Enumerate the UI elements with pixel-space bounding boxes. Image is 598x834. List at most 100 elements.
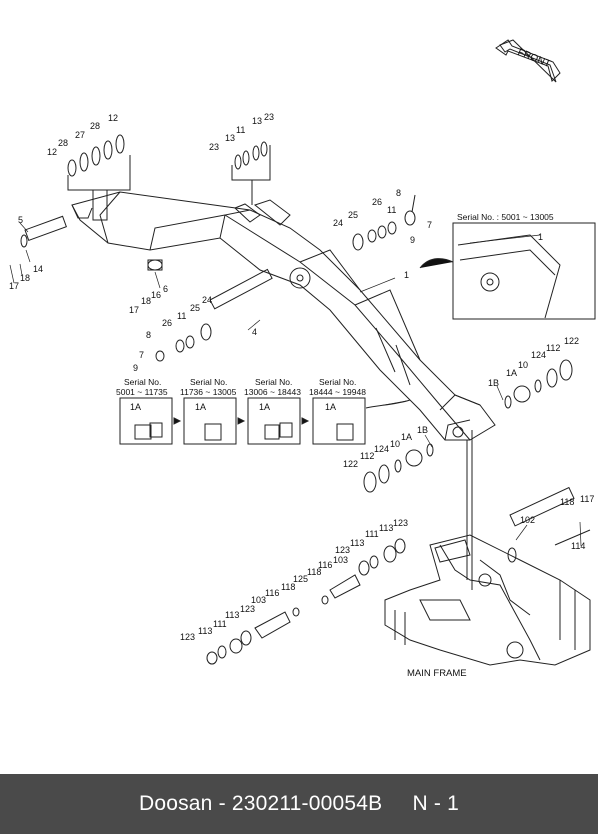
callout: 9 <box>133 363 138 373</box>
callout: 111 <box>365 529 379 539</box>
callout: 122 <box>564 336 579 346</box>
callout: 18 <box>141 296 151 306</box>
boom-body <box>71 189 496 441</box>
serial-inset-label: Serial No. : 5001 ~ 13005 <box>457 212 554 222</box>
callout: 1 <box>404 270 409 280</box>
bushing-6 <box>147 259 163 271</box>
callout: 102 <box>520 515 535 525</box>
callout: 8 <box>146 330 151 340</box>
callout: 24 <box>333 218 343 228</box>
callout: 7 <box>427 220 432 230</box>
callout: 27 <box>75 130 85 140</box>
callout: 26 <box>372 197 382 207</box>
inset-detail <box>457 234 561 319</box>
callout: 17 <box>129 305 139 315</box>
callout: 112 <box>360 451 374 461</box>
shim-stack-12-28 <box>67 134 131 191</box>
shim-stack-13-23 <box>231 141 271 205</box>
callout: 16 <box>151 290 161 300</box>
serial-box-3-title: Serial No. <box>255 377 292 387</box>
callout: 1A <box>401 432 412 442</box>
callout: 125 <box>293 574 308 584</box>
callout: 11 <box>177 311 186 321</box>
callout: 11 <box>236 125 245 135</box>
callout: 6 <box>163 284 168 294</box>
callout: 4 <box>252 327 257 337</box>
callout: 23 <box>209 142 219 152</box>
callout: 113 <box>379 523 393 533</box>
washer-stack-lower-left <box>363 443 434 493</box>
callout: 118 <box>281 582 295 592</box>
callout: 24 <box>202 295 212 305</box>
callout: 103 <box>251 595 266 605</box>
front-arrow-icon <box>495 39 561 83</box>
callout-numbers: 12 28 27 28 12 23 13 11 13 23 5 14 18 17… <box>9 112 594 642</box>
callout: 123 <box>180 632 195 642</box>
serial-box-3-part: 1A <box>259 402 270 412</box>
callout: 117 <box>580 494 594 504</box>
callout: 28 <box>58 138 68 148</box>
callout: 25 <box>348 210 358 220</box>
callout: 123 <box>393 518 408 528</box>
callout: 28 <box>90 121 100 131</box>
callout: 111 <box>213 619 227 629</box>
callout: 25 <box>190 303 200 313</box>
callout: 18 <box>20 273 30 283</box>
callout: 10 <box>390 439 400 449</box>
callout: 13 <box>225 133 235 143</box>
callout: 7 <box>139 350 144 360</box>
inset-leader <box>419 258 454 269</box>
serial-box-2-title: Serial No. <box>190 377 227 387</box>
callout: 118 <box>560 497 574 507</box>
cylinder-pin-stack <box>206 538 406 665</box>
serial-box-4-title: Serial No. <box>319 377 356 387</box>
callout: 114 <box>571 541 585 551</box>
serial-box-4-range: 18444 ~ 19948 <box>309 387 366 397</box>
cylinder-pin-102 <box>507 486 575 563</box>
serial-box-1-range: 5001 ~ 11735 <box>116 387 168 397</box>
serial-inset-box <box>452 222 596 320</box>
boom-pin-4 <box>209 268 273 310</box>
callout: 1B <box>417 425 428 435</box>
callout: 1B <box>488 378 499 388</box>
serial-inset-callout: 1 <box>538 232 543 242</box>
callout: 103 <box>333 555 348 565</box>
callout: 116 <box>265 588 279 598</box>
washer-stack-26-24 <box>155 323 212 362</box>
callout: 9 <box>410 235 415 245</box>
footer-bar: Doosan - 230211-00054B N - 1 <box>0 774 598 834</box>
callout: 113 <box>225 610 239 620</box>
callout: 5 <box>18 215 23 225</box>
callout: 1A <box>506 368 517 378</box>
serial-box-2-part: 1A <box>195 402 206 412</box>
callout: 122 <box>343 459 358 469</box>
callout: 123 <box>240 604 255 614</box>
callout: 17 <box>9 281 19 291</box>
leader-lines <box>9 222 582 547</box>
callout: 23 <box>264 112 274 122</box>
callout: 14 <box>33 264 43 274</box>
callout: 26 <box>162 318 172 328</box>
callout: 8 <box>396 188 401 198</box>
serial-box-2-range: 11736 ~ 13005 <box>180 387 237 397</box>
callout: 124 <box>374 444 389 454</box>
callout: 11 <box>387 205 396 215</box>
callout: 12 <box>108 113 118 123</box>
callout: 118 <box>307 567 321 577</box>
footer-text: Doosan - 230211-00054B N - 1 <box>138 792 460 815</box>
main-frame <box>384 430 591 666</box>
callout: 112 <box>546 343 560 353</box>
callout: 123 <box>335 545 350 555</box>
callout: 10 <box>518 360 528 370</box>
serial-box-4-part: 1A <box>325 402 336 412</box>
serial-box-1-part: 1A <box>130 402 141 412</box>
parts-diagram: FRONT Serial No. : 5001 ~ 13005 1 Serial… <box>9 39 596 679</box>
callout: 12 <box>47 147 57 157</box>
callout: 124 <box>531 350 546 360</box>
main-frame-label: MAIN FRAME <box>407 668 467 679</box>
callout: 113 <box>198 626 212 636</box>
serial-box-1-title: Serial No. <box>124 377 161 387</box>
front-label: FRONT <box>516 47 552 70</box>
callout: 113 <box>350 538 364 548</box>
serial-boxes-frame <box>119 397 411 445</box>
